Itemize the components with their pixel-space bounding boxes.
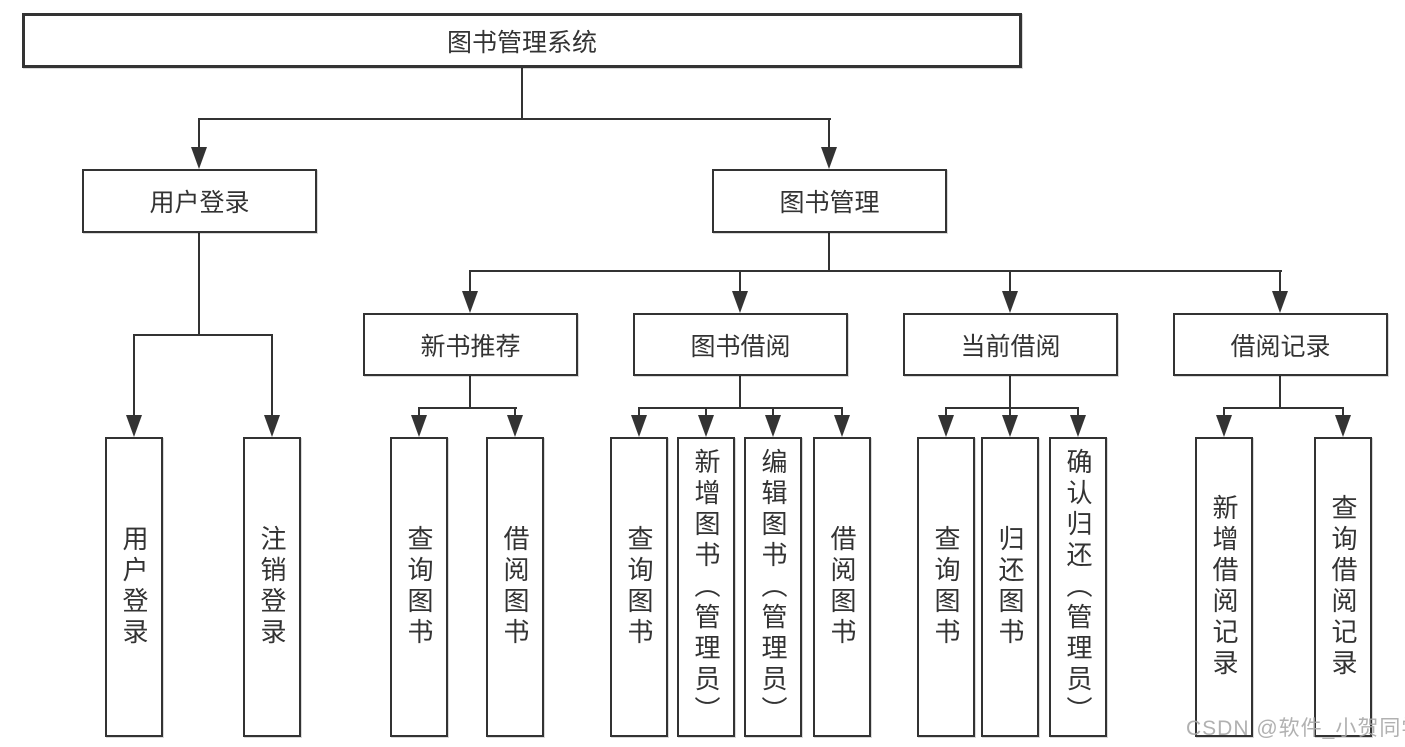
connector-line: [1342, 407, 1344, 417]
arrowhead-down: [938, 415, 954, 437]
arrowhead-down: [126, 415, 142, 437]
connector-line: [133, 334, 135, 417]
connector-line: [739, 270, 741, 293]
arrowhead-down: [834, 415, 850, 437]
arrowhead-down: [698, 415, 714, 437]
arrowhead-down: [732, 291, 748, 313]
node-user-login-leaf: 用户登录: [105, 437, 163, 737]
node-book-management: 图书管理: [712, 169, 947, 233]
arrowhead-down: [1335, 415, 1351, 437]
connector-line: [739, 376, 741, 409]
connector-line: [1077, 407, 1079, 417]
connector-line: [469, 376, 471, 409]
connector-line: [772, 407, 774, 417]
node-current-borrow: 当前借阅: [903, 313, 1118, 376]
node-user-login: 用户登录: [82, 169, 317, 233]
arrowhead-down: [264, 415, 280, 437]
node-query-books-leaf: 查询图书: [610, 437, 668, 737]
node-borrow-records: 借阅记录: [1173, 313, 1388, 376]
node-logout-leaf: 注销登录: [243, 437, 301, 737]
node-book-borrow: 图书借阅: [633, 313, 848, 376]
arrowhead-down: [1216, 415, 1232, 437]
arrowhead-down: [1002, 291, 1018, 313]
connector-line: [1279, 270, 1281, 293]
connector-line: [638, 407, 640, 417]
connector-line: [521, 68, 523, 120]
node-return-books-leaf: 归还图书: [981, 437, 1039, 737]
node-library-system: 图书管理系统: [22, 13, 1022, 68]
connector-line: [1009, 270, 1011, 293]
node-borrow-books-leaf: 借阅图书: [486, 437, 544, 737]
node-edit-books-admin-leaf: 编辑图书（管理员）: [744, 437, 802, 737]
node-query-borrow-record-leaf: 查询借阅记录: [1314, 437, 1372, 737]
connector-line: [1223, 407, 1344, 409]
connector-line: [1009, 376, 1011, 409]
arrowhead-down: [411, 415, 427, 437]
connector-line: [198, 118, 200, 149]
node-query-books-leaf: 查询图书: [390, 437, 448, 737]
node-add-borrow-record-leaf: 新增借阅记录: [1195, 437, 1253, 737]
connector-line: [133, 334, 273, 336]
arrowhead-down: [1272, 291, 1288, 313]
connector-line: [514, 407, 516, 417]
connector-line: [945, 407, 1079, 409]
connector-line: [945, 407, 947, 417]
connector-line: [418, 407, 517, 409]
connector-line: [841, 407, 843, 417]
arrowhead-down: [191, 147, 207, 169]
connector-line: [1223, 407, 1225, 417]
node-add-books-admin-leaf: 新增图书（管理员）: [677, 437, 735, 737]
node-borrow-books-leaf: 借阅图书: [813, 437, 871, 737]
node-confirm-return-admin-leaf: 确认归还（管理员）: [1049, 437, 1107, 737]
connector-line: [1279, 376, 1281, 409]
connector-line: [828, 118, 830, 149]
arrowhead-down: [462, 291, 478, 313]
csdn-watermark: CSDN @软件_小贺同学: [1186, 717, 1405, 740]
arrowhead-down: [765, 415, 781, 437]
connector-line: [198, 233, 200, 336]
connector-line: [828, 233, 830, 272]
node-query-books-leaf: 查询图书: [917, 437, 975, 737]
connector-line: [469, 270, 1282, 272]
arrowhead-down: [821, 147, 837, 169]
connector-line: [1009, 407, 1011, 417]
arrowhead-down: [1070, 415, 1086, 437]
connector-line: [198, 118, 831, 120]
arrowhead-down: [507, 415, 523, 437]
arrowhead-down: [1002, 415, 1018, 437]
connector-line: [469, 270, 471, 293]
node-new-book-recommend: 新书推荐: [363, 313, 578, 376]
connector-line: [705, 407, 707, 417]
connector-line: [638, 407, 843, 409]
connector-line: [418, 407, 420, 417]
connector-line: [271, 334, 273, 417]
arrowhead-down: [631, 415, 647, 437]
